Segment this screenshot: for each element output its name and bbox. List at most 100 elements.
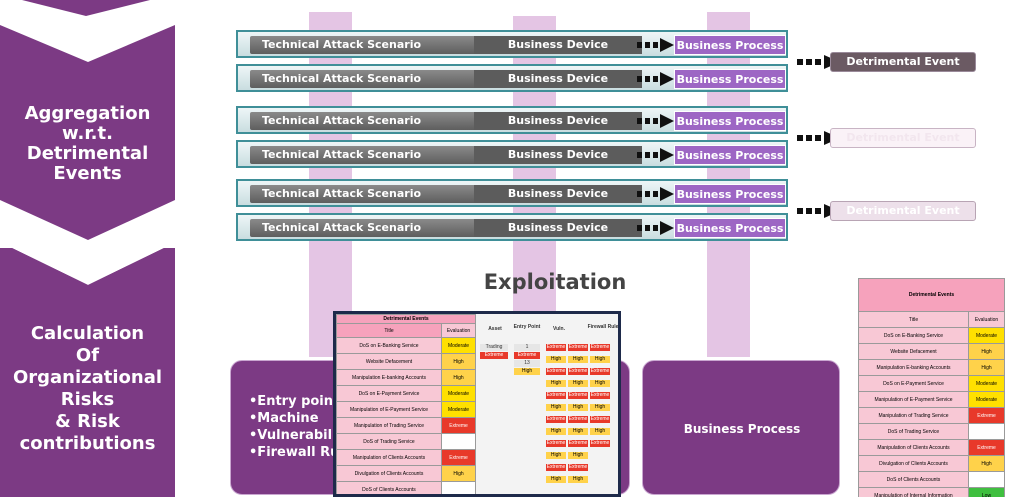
event-title: Divulgation of Clients Accounts (858, 455, 969, 472)
vuln-cell: Extreme (590, 416, 610, 423)
business-device-label: Business Device (474, 185, 642, 203)
small-table-title: Detrimental Events (336, 314, 476, 324)
col-eval: Evaluation (968, 311, 1005, 328)
dotted-arrow-icon (637, 148, 674, 162)
vuln-cell: High (546, 452, 566, 459)
entry-point-1: 1 (514, 344, 540, 351)
dotted-arrow-icon (637, 187, 674, 201)
technical-attack-scenario-label: Technical Attack Scenario (262, 38, 422, 51)
vuln-cell: Extreme (546, 392, 566, 399)
event-evaluation: High (441, 465, 476, 482)
col-title: Title (858, 311, 969, 328)
event-title: DoS of Trading Service (858, 423, 969, 440)
event-title: Manipulation of Clients Accounts (858, 439, 969, 456)
business-process-panel: Business Process (642, 360, 840, 495)
table-row: DoS of Clients Accounts (336, 481, 476, 494)
technical-attack-scenario-label: Technical Attack Scenario (262, 114, 422, 127)
vuln-cell: Extreme (590, 368, 610, 375)
detrimental-event-1: Detrimental Event (830, 52, 976, 72)
vuln-cell: Extreme (568, 368, 588, 375)
table-row: DoS of Trading Service (336, 433, 476, 450)
event-title: DoS on E-Payment Service (858, 375, 969, 392)
vuln-cell: High (590, 404, 610, 411)
dotted-arrow-icon (637, 38, 674, 52)
technical-attack-scenario-label: Technical Attack Scenario (262, 148, 422, 161)
business-process-box: Business Process (674, 145, 786, 165)
event-title: Divulgation of Clients Accounts (336, 465, 442, 482)
entry-point-13: 13 (514, 360, 540, 367)
vuln-cell: High (590, 356, 610, 363)
vuln-panel: Asset Entry Point Vuln. Firewall Rule Tr… (476, 314, 619, 494)
vuln-cell: Extreme (568, 464, 588, 471)
vuln-cell: Extreme (546, 440, 566, 447)
vuln-cell: Extreme (590, 344, 610, 351)
small-col-title: Title (336, 323, 442, 338)
vuln-cell: High (568, 476, 588, 483)
event-title: Manipulation of E-Payment Service (336, 401, 442, 418)
event-evaluation: Moderate (441, 337, 476, 354)
event-evaluation: High (441, 369, 476, 386)
vuln-cell: Extreme (590, 440, 610, 447)
dotted-arrow-icon (637, 114, 674, 128)
event-evaluation: High (968, 343, 1005, 360)
asset-cell: Trading (480, 344, 508, 351)
asset-header: Asset (488, 326, 502, 332)
entry-point-header: Entry Point (513, 324, 541, 330)
event-evaluation (968, 471, 1005, 488)
dotted-arrow-icon (637, 221, 674, 235)
detrimental-event-2: Detrimental Event (830, 128, 976, 148)
event-evaluation: Low (968, 487, 1005, 497)
vuln-cell: High (568, 452, 588, 459)
event-title: DoS of Trading Service (336, 433, 442, 450)
event-title: Manipulation of Trading Service (858, 407, 969, 424)
event-evaluation: High (968, 455, 1005, 472)
vuln-cell: Extreme (546, 416, 566, 423)
event-title: DoS on E-Payment Service (336, 385, 442, 402)
event-evaluation (968, 423, 1005, 440)
event-title: DoS on E-Banking Service (336, 337, 442, 354)
vuln-cell: Extreme (546, 464, 566, 471)
table-row: DoS of Trading Service (858, 423, 1005, 440)
business-process-box: Business Process (674, 111, 786, 131)
event-evaluation: Moderate (441, 401, 476, 418)
event-title: Website Defacement (858, 343, 969, 360)
vuln-cell: Extreme (568, 440, 588, 447)
event-title: DoS of Clients Accounts (858, 471, 969, 488)
exploitation-title: Exploitation (483, 270, 627, 294)
calculation-label: Calculation Of Organizational Risks & Ri… (12, 323, 163, 454)
firewall-rule-header: Firewall Rule (587, 324, 619, 330)
event-title: Manipulation of Clients Accounts (336, 449, 442, 466)
vuln-cell: High (546, 404, 566, 411)
vuln-cell: Extreme (568, 416, 588, 423)
vuln-cell: High (568, 380, 588, 387)
event-title: DoS of Clients Accounts (336, 481, 442, 494)
top-chevron (0, 0, 175, 497)
event-evaluation: Moderate (968, 375, 1005, 392)
vuln-cell: Extreme (546, 344, 566, 351)
event-evaluation: Extreme (968, 439, 1005, 456)
event-title: Website Defacement (336, 353, 442, 370)
event-title: Manipulation E-banking Accounts (336, 369, 442, 386)
